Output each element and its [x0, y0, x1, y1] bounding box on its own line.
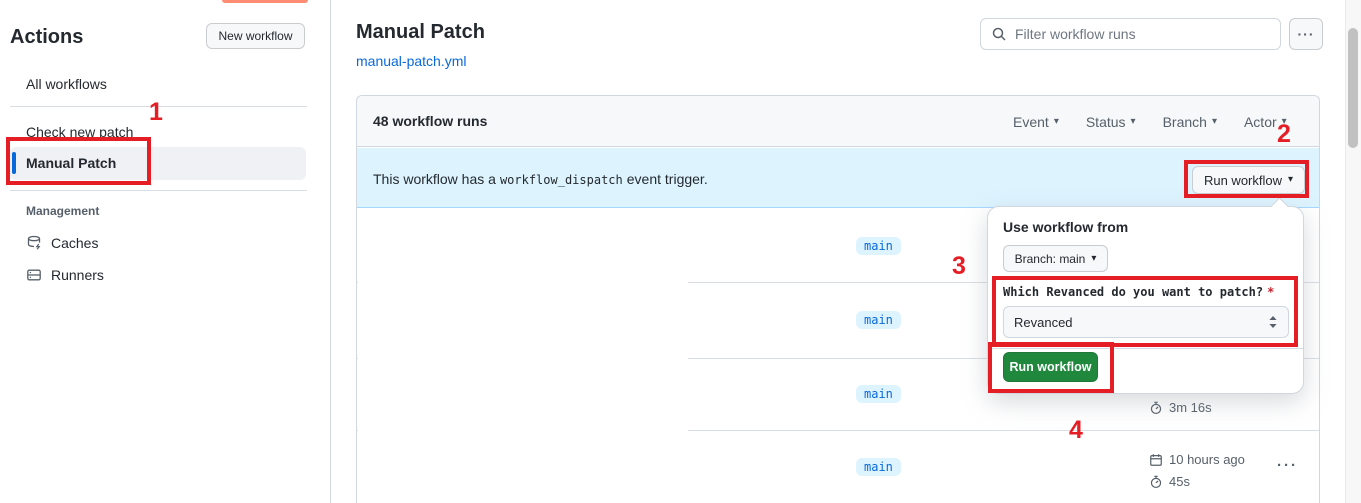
sidebar-main-divider	[330, 0, 331, 503]
redacted-area	[358, 209, 688, 503]
actions-tab-accent-bar	[222, 0, 308, 3]
runs-table-header	[357, 96, 1319, 147]
sidebar-item-manual-patch[interactable]: Manual Patch	[10, 147, 306, 180]
search-icon	[992, 27, 1006, 41]
banner-text-after: event trigger.	[626, 171, 708, 187]
branch-badge[interactable]: main	[856, 237, 901, 255]
row-divider	[357, 358, 1319, 359]
runners-icon	[27, 269, 41, 281]
stopwatch-icon	[1150, 401, 1162, 414]
workflow-dispatch-code: workflow_dispatch	[499, 173, 623, 187]
run-row-menu-button[interactable]: ···	[1277, 457, 1298, 474]
search-input[interactable]	[1015, 26, 1270, 42]
filter-label: Actor	[1243, 114, 1277, 130]
sidebar-item-caches[interactable]: Caches	[26, 235, 98, 251]
run-workflow-label: Run workflow	[1203, 172, 1282, 188]
workflow-file-link[interactable]: manual-patch.yml	[356, 53, 467, 69]
run-workflow-dropdown-button[interactable]: Run workflow ▾	[1192, 166, 1305, 194]
sidebar-item-runners[interactable]: Runners	[26, 267, 104, 283]
cache-icon	[27, 235, 41, 250]
popup-heading: Use workflow from	[1003, 219, 1129, 235]
sidebar-item-check-new-patch[interactable]: Check new patch	[26, 124, 134, 140]
branch-selector-button[interactable]: Branch: main ▾	[1003, 245, 1108, 272]
annotation-number-1: 1	[149, 98, 163, 126]
branch-badge[interactable]: main	[856, 458, 901, 476]
annotation-number-3: 3	[952, 252, 966, 280]
calendar-icon	[1150, 453, 1162, 466]
run-duration: 45s	[1149, 474, 1190, 489]
chevron-down-icon: ▾	[1091, 252, 1097, 264]
chevron-down-icon: ▾	[1211, 116, 1217, 127]
annotation-number-4: 4	[1069, 416, 1083, 444]
sidebar-item-all-workflows[interactable]: All workflows	[26, 76, 107, 92]
event-filter-dropdown[interactable]: Event ▾	[1013, 114, 1059, 130]
sidebar-item-label: Runners	[51, 267, 104, 283]
row-divider	[357, 282, 1319, 283]
sidebar-divider	[10, 190, 307, 191]
page-title: Manual Patch	[356, 21, 485, 43]
new-workflow-button[interactable]: New workflow	[206, 23, 305, 49]
filter-label: Branch	[1162, 114, 1207, 130]
more-options-button[interactable]: ···	[1289, 18, 1323, 50]
started-text: 10 hours ago	[1169, 452, 1245, 467]
chevron-down-icon: ▾	[1288, 174, 1294, 185]
branch-badge[interactable]: main	[856, 311, 901, 329]
branch-selector-label: Branch: main	[1014, 251, 1086, 266]
stopwatch-icon	[1150, 475, 1162, 488]
sidebar-title: Actions	[10, 26, 84, 48]
chevron-down-icon: ▾	[1281, 116, 1287, 127]
filter-label: Event	[1013, 114, 1049, 130]
selected-accent-bar	[12, 152, 16, 174]
chevron-down-icon: ▾	[1130, 116, 1136, 127]
popup-footer-divider	[988, 348, 1303, 349]
management-section-header: Management	[26, 204, 100, 218]
row-divider	[357, 430, 1319, 431]
sidebar-item-label: Manual Patch	[26, 155, 117, 171]
duration-text: 3m 16s	[1169, 400, 1212, 415]
branch-badge[interactable]: main	[856, 385, 901, 403]
run-workflow-submit-button[interactable]: Run workflow	[1003, 352, 1098, 382]
chevron-down-icon: ▾	[1053, 116, 1059, 127]
filter-label: Status	[1085, 114, 1126, 130]
annotation-number-2: 2	[1277, 120, 1291, 148]
sidebar-item-label: Caches	[51, 235, 99, 251]
sidebar-divider	[10, 106, 307, 107]
filter-runs-search[interactable]	[980, 18, 1281, 50]
duration-text: 45s	[1169, 474, 1190, 489]
runs-filter-bar: Event ▾ Status ▾ Branch ▾ Actor ▾	[1013, 114, 1287, 130]
scrollbar-thumb[interactable]	[1348, 28, 1358, 148]
select-updown-icon	[1269, 316, 1277, 328]
popup-input-label: Which Revanced do you want to patch?*	[1003, 285, 1274, 299]
banner-text-before: This workflow has a	[373, 171, 496, 187]
input-label-text: Which Revanced do you want to patch?	[1003, 285, 1264, 299]
branch-filter-dropdown[interactable]: Branch ▾	[1163, 114, 1217, 130]
required-marker: *	[1267, 285, 1275, 299]
actor-filter-dropdown[interactable]: Actor ▾	[1244, 114, 1287, 130]
select-value: Revanced	[1014, 314, 1073, 330]
workflow-dispatch-banner	[357, 148, 1319, 208]
run-started-time: 10 hours ago	[1149, 452, 1245, 467]
revanced-select[interactable]: Revanced	[1003, 306, 1289, 338]
workflow-runs-count: 48 workflow runs	[373, 113, 488, 129]
run-duration: 3m 16s	[1149, 400, 1212, 415]
status-filter-dropdown[interactable]: Status ▾	[1086, 114, 1136, 130]
